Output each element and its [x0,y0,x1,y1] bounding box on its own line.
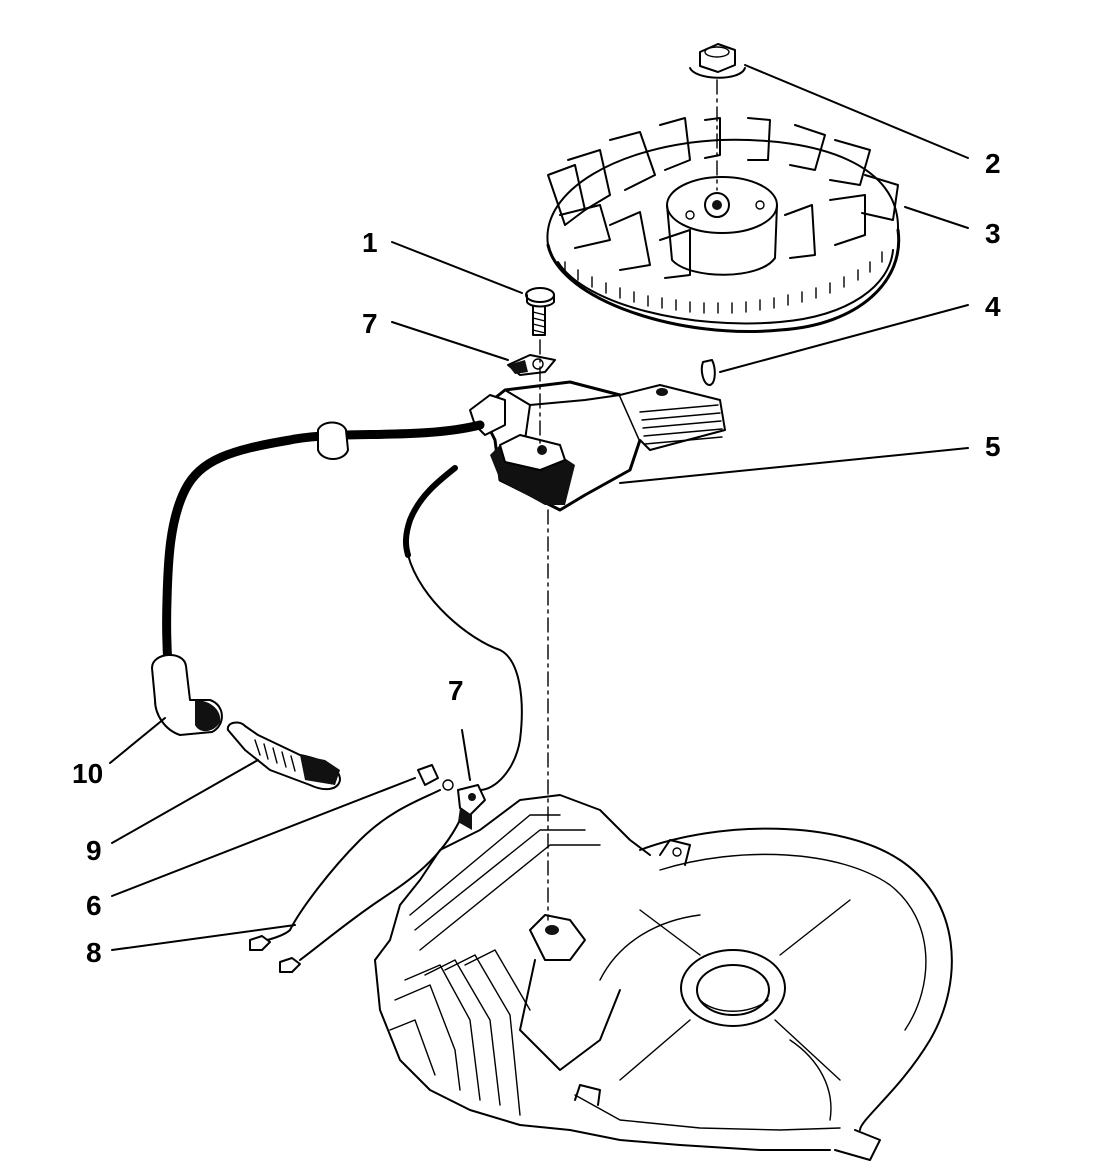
flywheel [546,117,901,334]
callout-2: 2 [985,148,1001,179]
wire-terminals [249,935,301,973]
flywheel-key [700,359,716,386]
ground-wire [257,465,523,961]
coil-screw [525,287,555,336]
callout-8: 8 [86,937,102,968]
callout-3: 3 [985,218,1001,249]
alignment-lines [539,79,718,921]
ignition-coil [469,380,726,512]
callout-7-lower: 7 [448,675,464,706]
callout-10: 10 [72,758,103,789]
flywheel-nut [689,43,746,79]
leader-lines [109,64,969,951]
spark-plug-boot [151,653,223,736]
callout-labels: 1 2 3 4 5 6 7 7 8 9 10 [72,148,1001,968]
callout-9: 9 [86,835,102,866]
callout-5: 5 [985,431,1001,462]
callout-1: 1 [362,227,378,258]
spark-plug-wire [162,420,485,670]
spark-plug [226,721,341,791]
ground-washer-upper [507,354,556,376]
callout-6: 6 [86,890,102,921]
ground-clip [457,784,486,830]
callout-4: 4 [985,291,1001,322]
engine-block [374,794,953,1161]
callout-7-upper: 7 [362,308,378,339]
ground-terminal-screw [417,764,454,791]
